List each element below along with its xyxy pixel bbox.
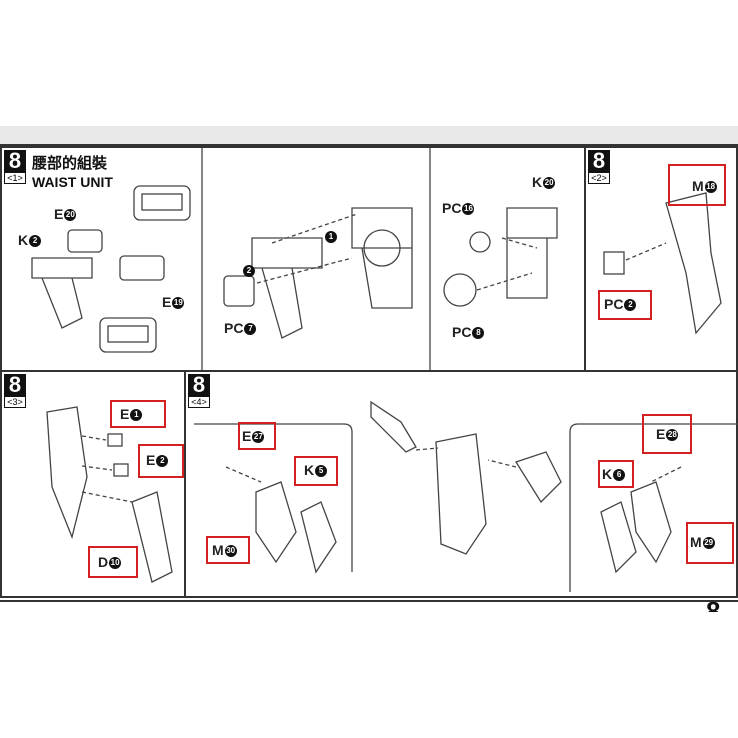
- highlight-box: [88, 546, 138, 578]
- waist-parts-drawing: [31, 148, 558, 374]
- highlight-box: [206, 536, 250, 564]
- highlight-box: [598, 290, 652, 320]
- highlight-box: [294, 456, 338, 486]
- step-badge: 8<4>: [188, 374, 210, 408]
- side-armor-drawing: [194, 400, 738, 592]
- title-chinese: 腰部的組裝: [32, 155, 108, 172]
- highlight-box: [642, 414, 692, 454]
- highlight-box: [668, 164, 726, 206]
- highlight-box: [238, 422, 276, 450]
- front-armor-drawing: [46, 406, 173, 583]
- step-badge: 8<3>: [4, 374, 26, 408]
- highlight-box: [138, 444, 184, 478]
- skirt-armor-drawing: [603, 192, 722, 335]
- title-english: WAIST UNIT: [32, 174, 113, 190]
- next-step-number-cropped: 8: [706, 598, 732, 612]
- highlight-box: [686, 522, 734, 564]
- step-order-label: 2: [242, 262, 255, 278]
- step-badge: 8<1>: [4, 150, 26, 184]
- step-order-label: 1: [324, 228, 337, 244]
- highlight-box: [598, 460, 634, 488]
- step-badge: 8<2>: [588, 150, 610, 184]
- highlight-box: [110, 400, 166, 428]
- top-gray-band: [0, 126, 738, 146]
